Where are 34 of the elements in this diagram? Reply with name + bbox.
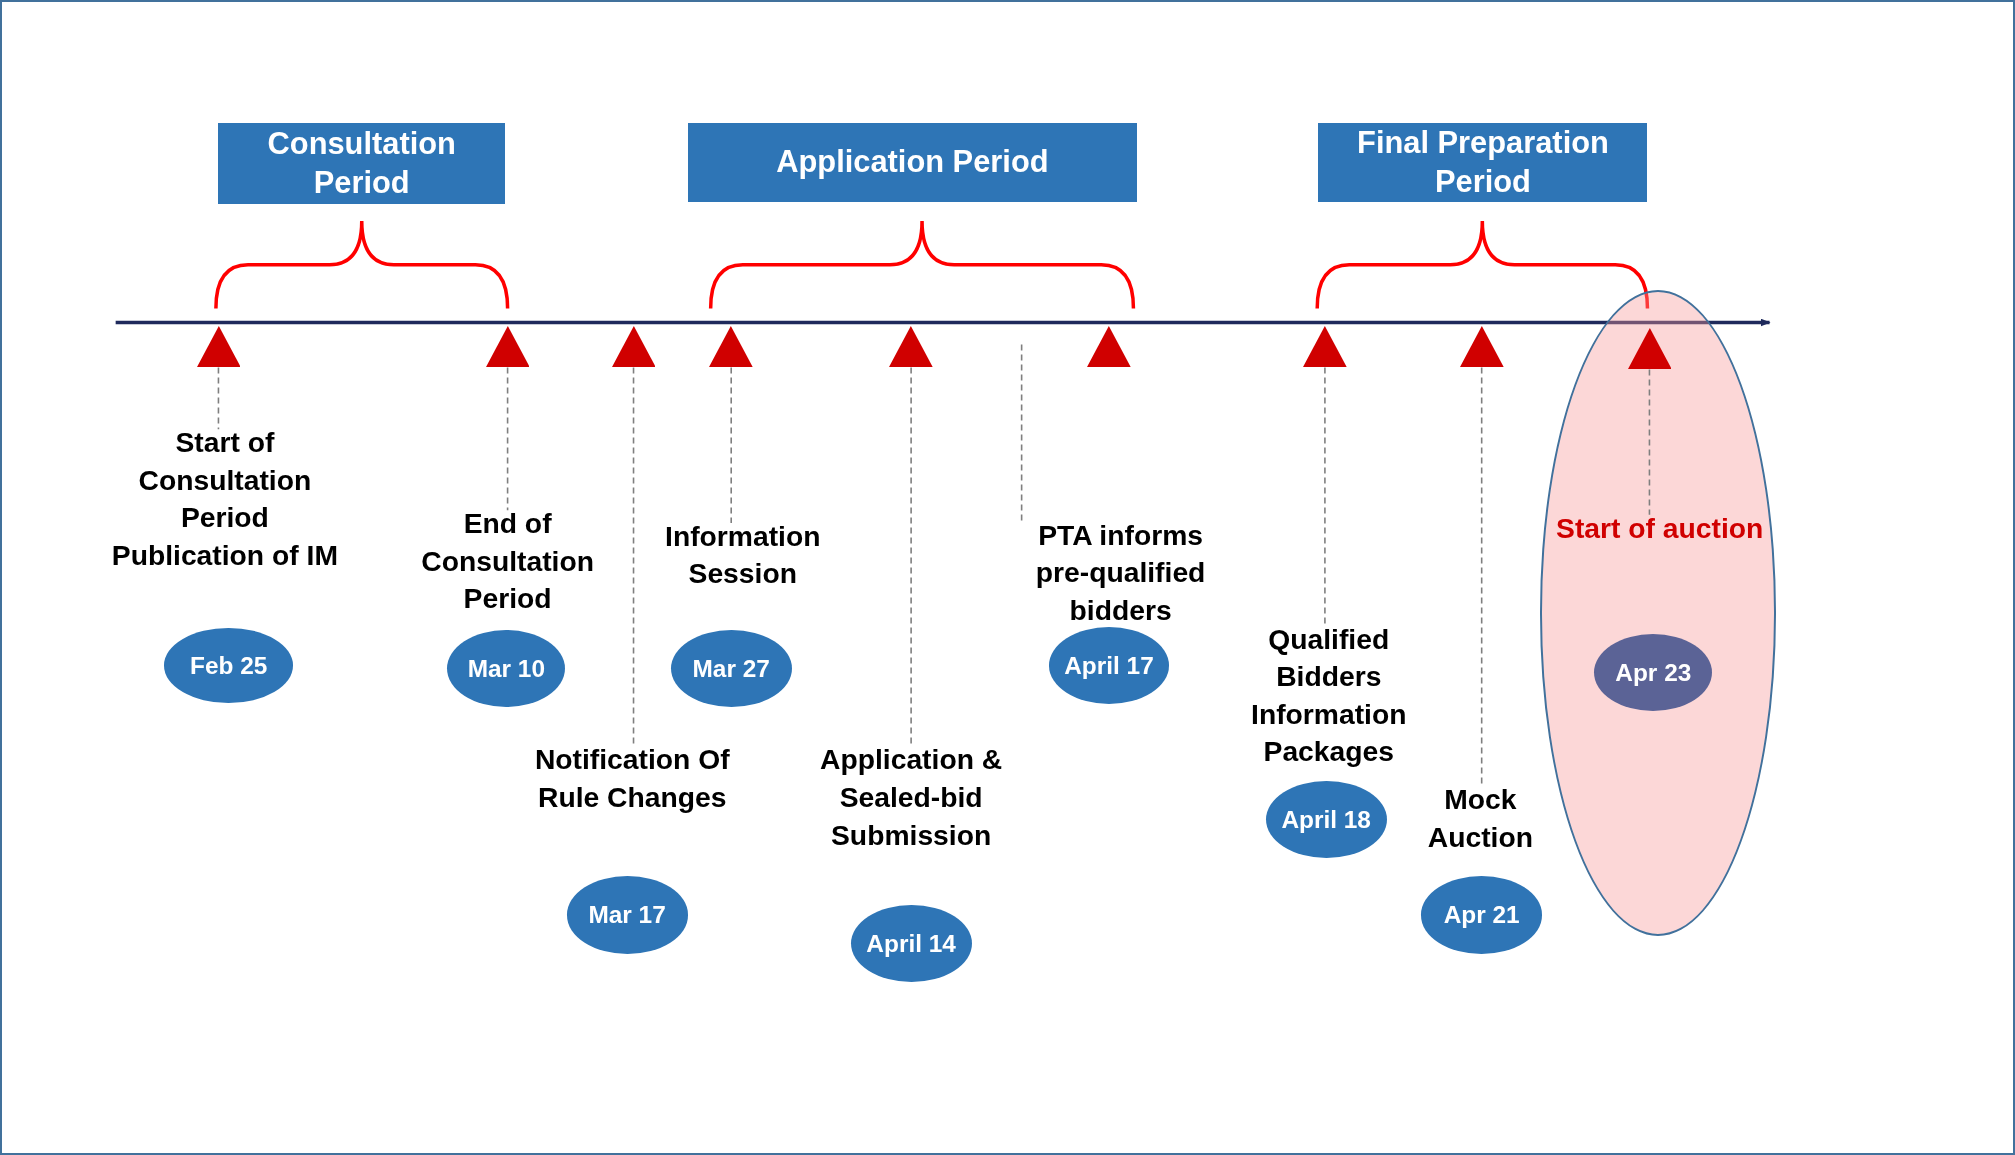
milestone-triangle [485, 326, 530, 368]
milestone-label: Application & Sealed-bid Submission [808, 741, 1014, 855]
leader-line [1648, 368, 1651, 516]
milestone-triangle [1627, 328, 1672, 370]
period-box: Application Period [687, 123, 1138, 202]
date-ellipse: Apr 21 [1421, 876, 1543, 954]
date-ellipse: April 18 [1265, 781, 1387, 859]
milestone-label: Notification Of Rule Changes [529, 741, 736, 817]
date-ellipse: Apr 23 [1594, 634, 1713, 712]
date-ellipse: April 17 [1048, 627, 1170, 705]
leader-line [1324, 366, 1326, 627]
milestone-triangle [709, 326, 754, 368]
milestone-label: Mock Auction [1409, 781, 1552, 857]
date-ellipse: April 14 [850, 904, 972, 982]
milestone-triangle [1303, 326, 1347, 368]
date-ellipse: Mar 10 [447, 629, 566, 707]
milestone-label: Information Session [639, 517, 846, 594]
date-ellipse: Feb 25 [164, 628, 293, 703]
period-box: Final Preparation Period [1318, 123, 1648, 202]
leader-line [730, 366, 732, 524]
milestone-triangle [1087, 326, 1131, 368]
leader-line [1020, 343, 1023, 523]
milestone-triangle [1459, 326, 1504, 368]
leader-line [506, 366, 509, 511]
highlight-label: Start of auction [1555, 510, 1765, 546]
milestone-triangle [889, 326, 933, 368]
period-box: Consultation Period [218, 123, 505, 205]
milestone-triangle [611, 326, 656, 368]
leader-line [217, 366, 220, 430]
milestone-label: End of Consultation Period [398, 505, 617, 618]
date-ellipse: Mar 17 [566, 876, 688, 954]
milestone-triangle [196, 326, 241, 368]
date-ellipse: Mar 27 [670, 629, 792, 707]
milestone-label: Start of Consultation Period Publication of IM [102, 424, 347, 575]
